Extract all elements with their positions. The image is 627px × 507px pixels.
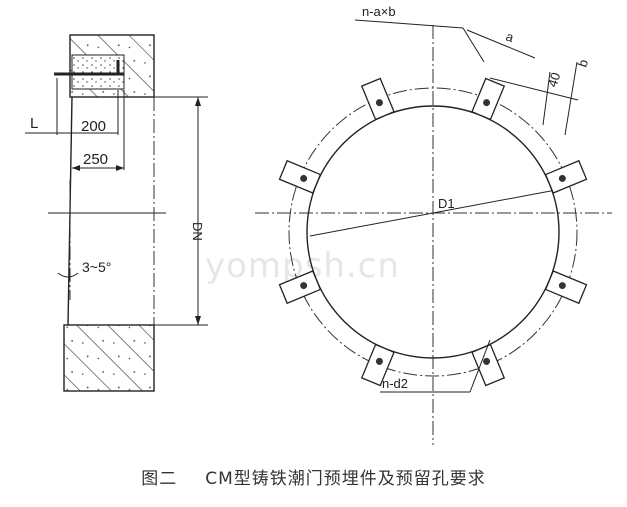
bottom-wall-concrete (63, 324, 155, 392)
section-view: L 200 250 DN 3~5° (25, 34, 208, 392)
d1-dimension (309, 189, 557, 237)
label-slot-size: n-a×b (362, 4, 396, 19)
bolt-hole-icon (375, 357, 383, 365)
label-a: a (504, 29, 516, 46)
anchor-slot (471, 343, 506, 387)
anchor-slot (471, 77, 506, 121)
bolt-hole-icon (375, 99, 383, 107)
anchor-slot (544, 270, 588, 305)
figure-title: CM型铸铁潮门预埋件及预留孔要求 (205, 469, 486, 489)
label-slope: 3~5° (82, 259, 111, 275)
label-dn: DN (190, 222, 205, 241)
bolt-hole-icon (300, 282, 308, 290)
bolt-hole-icon (483, 357, 491, 365)
label-L: L (30, 115, 38, 132)
anchor-slot (360, 77, 395, 121)
label-40: 40 (545, 71, 564, 89)
label-b: b (575, 57, 592, 69)
label-200: 200 (81, 118, 106, 135)
anchor-slot (544, 159, 588, 194)
label-d1: D1 (438, 196, 455, 211)
bolt-hole-icon (483, 99, 491, 107)
anchor-slot (278, 270, 322, 305)
bolt-hole-icon (300, 174, 308, 182)
slope-arc-icon (57, 272, 79, 278)
anchor-slot (360, 343, 395, 387)
figure-number: 图二 (141, 469, 178, 489)
bolt-hole-icon (558, 282, 566, 290)
label-250: 250 (83, 151, 108, 168)
anchor-slots (278, 77, 588, 387)
figure-caption: 图二 CM型铸铁潮门预埋件及预留孔要求 (0, 464, 627, 489)
label-holes: n-d2 (382, 376, 408, 391)
plan-view: n-a×b a 40 b D1 n-d2 (255, 4, 612, 445)
bolt-hole-icon (558, 174, 566, 182)
anchor-slot (278, 159, 322, 194)
